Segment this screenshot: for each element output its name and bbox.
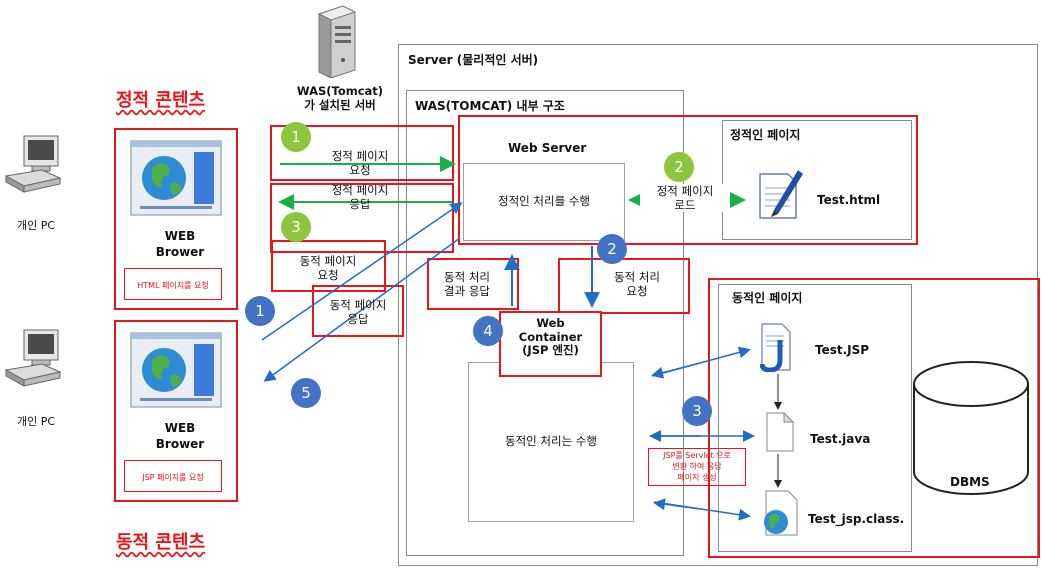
browser-frame-1 (114, 128, 238, 310)
request-note-2 (124, 460, 222, 492)
step-circle-green-2: 2 (664, 152, 694, 182)
dynamic-process-request-frame (558, 258, 690, 314)
browser-frame-2 (114, 320, 238, 502)
server-label: Server (물리적인 서버) (408, 53, 539, 67)
static-load-l2: 로드 (674, 198, 696, 212)
static-response-l1: 정적 페이지 (331, 183, 389, 197)
static-page-title: 정적인 페이지 (730, 128, 801, 142)
dynamic-response-l1: 동적 페이지 (329, 298, 387, 312)
pc-label-1: 개인 PC (16, 219, 56, 232)
static-response-l2: 응답 (349, 197, 371, 211)
request-note-1-text: HTML 페이지를 요청 (137, 281, 209, 290)
servlet-note-l2: 변환 하여 응답 (672, 462, 722, 471)
web-container-line3: (JSP 엔진) (522, 343, 579, 357)
step-circle-blue-5: 5 (291, 378, 321, 408)
static-request-label: 정적 페이지 요청 (310, 149, 410, 177)
static-file-name: Test.html (817, 193, 881, 207)
class-file-name: Test_jsp.class. (808, 512, 905, 526)
browser-window-icon (130, 332, 222, 408)
dynamic-page-frame (718, 284, 912, 552)
java-file-name: Test.java (810, 432, 871, 446)
pc-icon (2, 134, 66, 206)
dyn-result-l1: 동적 처리 (444, 270, 490, 284)
dynamic-response-frame (312, 285, 404, 337)
step-circle-green-1: 1 (281, 122, 311, 152)
server-tower-icon (313, 4, 357, 79)
browser-label-1: WEB Brower (140, 228, 220, 260)
web-server-frame (458, 115, 918, 245)
static-request-frame (270, 125, 454, 181)
web-container-line1: Web (536, 316, 565, 330)
was-label: WAS(TOMCAT) 내부 구조 (415, 99, 565, 113)
browser-window-icon (130, 140, 222, 216)
servlet-note: JSP를 Servlet 으로 변환 하여 응답 페이지 생성 (648, 450, 746, 483)
browser-label-line1: WEB (164, 421, 196, 435)
dynamic-request-l2: 요청 (317, 268, 339, 282)
browser-label-2: WEB Brower (140, 420, 220, 452)
was-machine-line1: WAS(Tomcat) (296, 84, 384, 98)
servlet-note-l3: 페이지 생성 (677, 473, 717, 482)
dynamic-response-label: 동적 페이지 응답 (312, 298, 404, 326)
web-server-title: Web Server (508, 141, 587, 155)
request-note-2-text: JSP 페이지를 요청 (142, 473, 204, 482)
static-load-l1: 정적 페이지 (656, 184, 714, 198)
static-response-label: 정적 페이지 응답 (310, 183, 410, 211)
web-container-inner: 동적인 처리는 수행 (505, 434, 597, 448)
class-container-arrow (653, 498, 701, 511)
dynamic-request-l1: 동적 페이지 (299, 254, 357, 268)
static-response-frame (270, 183, 454, 253)
dyn-result-label: 동적 처리 결과 응답 (427, 270, 507, 298)
jsp-container-arrow (651, 362, 701, 379)
dynamic-request-label: 동적 페이지 요청 (280, 254, 376, 282)
dynamic-response-arrow (263, 237, 461, 382)
dynamic-process-result-frame (427, 258, 519, 310)
static-page-frame (722, 120, 912, 240)
web-container-label: Web Container (JSP 엔진) (499, 316, 602, 358)
static-load-label: 정적 페이지 로드 (640, 184, 730, 212)
step-circle-blue-1: 1 (245, 296, 275, 326)
browser-label-line1: WEB (164, 229, 196, 243)
pc-icon (2, 328, 66, 400)
dynamic-request-frame (271, 240, 386, 292)
browser-label-line2: Brower (155, 245, 205, 259)
server-frame (398, 44, 1038, 566)
pc-label-2: 개인 PC (16, 415, 56, 428)
dynamic-content-title: 동적 콘텐츠 (116, 532, 206, 553)
jsp-file-icon (759, 322, 794, 373)
web-server-inner: 정적인 처리를 수행 (498, 194, 590, 208)
static-content-title: 정적 콘텐츠 (116, 90, 206, 111)
web-server-box (463, 163, 625, 241)
java-file-icon (766, 411, 795, 452)
servlet-note-l1: JSP를 Servlet 으로 (663, 451, 731, 460)
dyn-proc-request-l2: 요청 (626, 284, 648, 298)
browser-label-line2: Brower (155, 437, 205, 451)
static-request-l1: 정적 페이지 (331, 149, 389, 163)
was-machine-caption: WAS(Tomcat) 가 설치된 서버 (290, 84, 390, 112)
dyn-proc-request-label: 동적 처리 요청 (592, 270, 682, 298)
step-circle-blue-4: 4 (473, 316, 503, 346)
dyn-proc-request-l1: 동적 처리 (614, 270, 660, 284)
was-machine-line2: 가 설치된 서버 (304, 98, 376, 112)
jsp-file-name: Test.JSP (815, 343, 870, 357)
dbms-label: DBMS (950, 475, 990, 489)
document-pen-icon (758, 168, 804, 220)
dynamic-request-arrow (261, 202, 463, 341)
class-file-icon (760, 490, 800, 536)
request-note-1 (124, 268, 222, 300)
dynamic-page-title: 동적인 페이지 (732, 291, 803, 305)
dyn-result-l2: 결과 응답 (444, 284, 490, 298)
step-circle-blue-3: 3 (682, 396, 712, 426)
servlet-note-frame (648, 448, 746, 486)
static-request-l2: 요청 (349, 163, 371, 177)
was-frame (406, 90, 684, 556)
web-container-line2: Container (518, 329, 583, 344)
web-container-label-frame (499, 311, 602, 377)
database-icon (912, 360, 1030, 496)
step-circle-green-3: 3 (281, 212, 311, 242)
step-circle-blue-2: 2 (597, 234, 627, 264)
dynamic-response-l2: 응답 (347, 312, 369, 326)
